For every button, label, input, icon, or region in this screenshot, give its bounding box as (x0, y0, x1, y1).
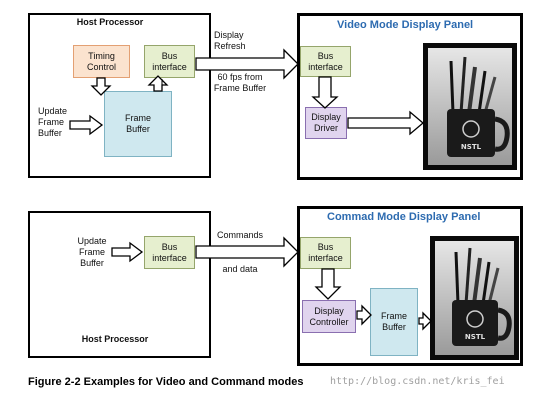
bus-interface-label: Bus interface (308, 242, 343, 263)
bus-interface-host-bottom: Bus interface (144, 236, 195, 269)
update-frame-buffer-label-top: Update Frame Buffer (38, 106, 68, 138)
arrow-buffer-to-bus (147, 75, 169, 92)
fps-note-label: 60 fps from Frame Buffer (213, 72, 267, 93)
host-processor-title-bottom: Host Processor (81, 334, 149, 344)
frame-buffer-label: Frame Buffer (124, 113, 151, 134)
host-processor-title: Host Processor (76, 17, 144, 27)
mug-photo-image-top: NSTL (423, 43, 517, 170)
bus-interface-host-top: Bus interface (144, 45, 195, 78)
block-arrows (69, 48, 432, 331)
frame-buffer-panel-bottom: Frame Buffer (370, 288, 418, 356)
mug-logo-text-bottom: NSTL (465, 333, 486, 341)
display-driver-label: Display Driver (311, 112, 341, 133)
frame-buffer-host-top: Frame Buffer (104, 91, 172, 157)
mug-photo-image-bottom: NSTL (430, 236, 519, 360)
display-photo-top: NSTL (423, 43, 517, 170)
display-refresh-label: Display Refresh (214, 30, 246, 51)
video-mode-panel-title: Video Mode Display Panel (337, 19, 474, 31)
update-frame-buffer-label-bottom: Update Frame Buffer (77, 236, 107, 268)
display-controller-label: Display Controller (309, 305, 349, 327)
mug-logo-text-top: NSTL (461, 143, 482, 151)
timing-control-label: Timing Control (86, 50, 116, 72)
arrow-timing-to-buffer (90, 77, 112, 96)
host-processor-panel-bottom (28, 211, 211, 358)
and-data-label: and data (222, 264, 258, 274)
arrow-driver-to-screen (347, 110, 425, 136)
arrow-update-to-buffer-top (69, 114, 104, 136)
display-driver-box: Display Driver (305, 107, 347, 139)
arrow-bus-to-controller (314, 268, 342, 300)
bus-interface-panel-top: Bus interface (300, 46, 351, 77)
watermark-url: http://blog.csdn.net/kris_fei (330, 376, 505, 387)
bus-interface-label: Bus interface (308, 50, 343, 72)
display-photo-bottom: NSTL (430, 236, 519, 360)
arrow-update-to-bus-bottom (111, 241, 144, 263)
frame-buffer-label: Frame Buffer (380, 311, 407, 332)
arrow-commands-data (195, 236, 299, 268)
command-mode-panel-title: Commad Mode Display Panel (327, 211, 481, 223)
bus-interface-label: Bus interface (152, 50, 187, 72)
arrow-buffer-to-screen (418, 311, 432, 331)
bus-interface-panel-bottom: Bus interface (300, 237, 351, 269)
arrow-controller-to-buffer (356, 304, 372, 326)
arrow-bus-to-driver (311, 76, 339, 109)
figure-caption: Figure 2-2 Examples for Video and Comman… (28, 376, 304, 388)
bus-interface-label: Bus interface (152, 241, 187, 263)
display-controller-box: Display Controller (302, 300, 356, 333)
commands-label: Commands (216, 230, 263, 240)
arrow-display-refresh (195, 48, 299, 80)
